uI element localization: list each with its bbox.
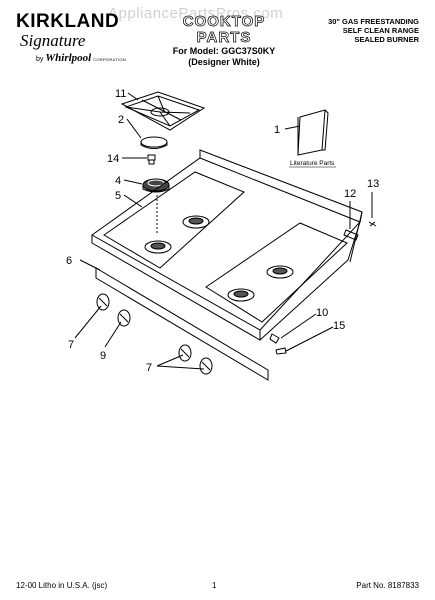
product-line-3: SEALED BURNER	[354, 35, 419, 44]
variant-line: (Designer White)	[188, 57, 260, 67]
knob-part	[117, 309, 131, 327]
callout-label: 6	[66, 255, 72, 267]
callout-label: 14	[107, 153, 119, 165]
maker-sub: CORPORATION	[93, 57, 126, 62]
clip-part	[269, 333, 280, 344]
callout-label: 13	[367, 178, 379, 190]
footer-page: 1	[212, 581, 217, 590]
callout-label: 12	[344, 188, 356, 200]
page-title: COOKTOP PARTS	[182, 13, 266, 46]
callout-label: 1	[274, 124, 280, 136]
knob-part	[199, 357, 213, 375]
callout-label: 7	[68, 339, 74, 351]
knob-part	[178, 344, 192, 362]
control-panel	[95, 267, 269, 381]
model-line: For Model: GGC37S0KY	[172, 46, 276, 56]
callout-label: 5	[115, 190, 121, 202]
literature-label: Literature Parts	[290, 160, 335, 167]
callout-label: 9	[100, 350, 106, 362]
literature-part	[297, 109, 329, 156]
burner-cap-part	[140, 136, 168, 148]
screw-part	[368, 221, 377, 227]
title-block: COOKTOP PARTS For Model: GGC37S0KY (Desi…	[158, 13, 290, 68]
callout-label: 2	[118, 114, 124, 126]
callout-label: 15	[333, 320, 345, 332]
knob-part	[96, 293, 110, 311]
callout-label: 7	[146, 362, 152, 374]
cooktop-panel	[91, 149, 363, 341]
footer-litho: 12-00 Litho in U.S.A. (jsc)	[16, 581, 108, 590]
by-text: by	[36, 56, 44, 63]
spacer-part	[275, 347, 287, 355]
grate-part	[120, 91, 206, 131]
maker-line: by Whirlpool CORPORATION	[36, 52, 126, 64]
brand-name: KIRKLAND	[16, 11, 120, 32]
maker-name: Whirlpool	[45, 52, 92, 64]
product-description: 30" GAS FREESTANDING SELF CLEAN RANGE SE…	[328, 17, 419, 44]
bracket-part	[343, 229, 359, 241]
watermark: AppliancePartsPros.com	[108, 5, 284, 22]
orifice-part	[147, 154, 156, 165]
callout-label: 11	[115, 88, 126, 100]
footer-part-no: Part No. 8187833	[356, 581, 419, 590]
brand-script: Signature	[20, 31, 86, 50]
product-line-1: 30" GAS FREESTANDING	[328, 17, 419, 26]
product-line-2: SELF CLEAN RANGE	[342, 26, 419, 35]
callout-label: 4	[115, 175, 121, 187]
burner-base-part	[142, 178, 170, 193]
brand-logo: KIRKLAND Signature	[16, 12, 126, 50]
callout-label: 10	[316, 307, 328, 319]
